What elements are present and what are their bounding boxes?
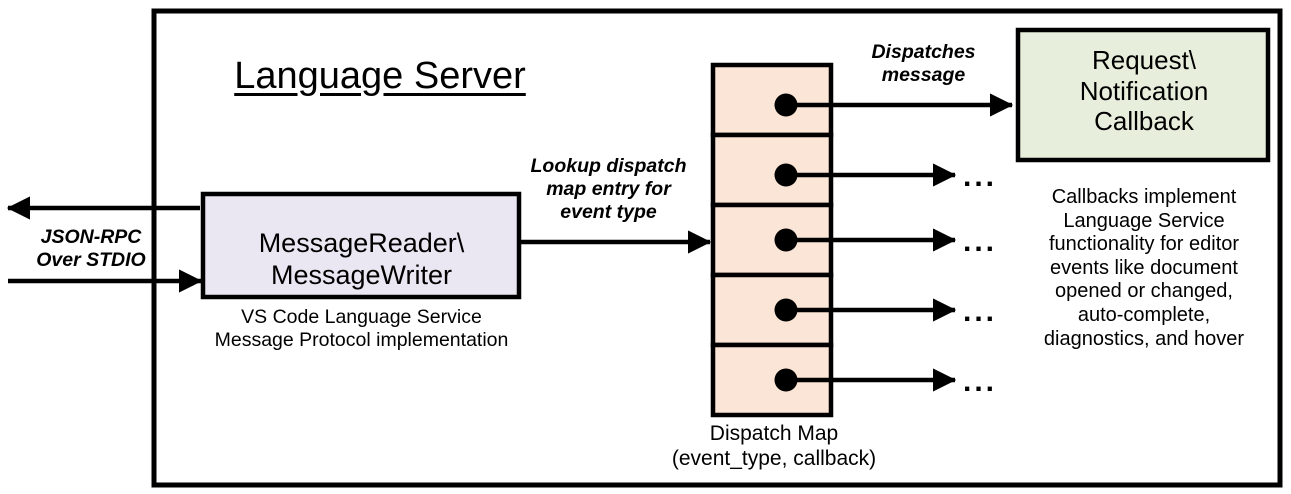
callback-dot-4 xyxy=(774,298,798,322)
ellipsis-row-4: ... xyxy=(963,295,998,328)
callback-dot-3 xyxy=(774,228,798,252)
dispatch-map-row-2 xyxy=(710,132,834,208)
request-notification-callback-box xyxy=(1015,27,1271,163)
dispatch-map-row-1 xyxy=(710,62,834,138)
dispatch-map-table xyxy=(710,62,834,418)
page-title: Language Server xyxy=(234,55,526,97)
dispatch-map-caption: Dispatch Map (event_type, callback) xyxy=(671,422,877,470)
callback-dot-5 xyxy=(774,368,798,392)
callback-dot-2 xyxy=(774,163,798,187)
message-reader-writer-caption: VS Code Language Service Message Protoco… xyxy=(214,306,509,351)
callback-description-text: Callbacks implement Language Service fun… xyxy=(1043,186,1245,350)
ellipsis-row-2: ... xyxy=(963,160,998,193)
language-server-frame xyxy=(151,8,1283,488)
dispatches-message-label: Dispatches message xyxy=(871,41,976,86)
message-reader-writer-box xyxy=(200,191,522,300)
lookup-dispatch-label: Lookup dispatch map entry for event type xyxy=(530,155,687,223)
ellipsis-row-5: ... xyxy=(963,365,998,398)
request-notification-callback-label: Request\ Notification Callback xyxy=(1079,45,1209,137)
message-reader-writer-label: MessageReader\ MessageWriter xyxy=(258,228,465,290)
ellipsis-row-3: ... xyxy=(963,225,998,258)
callback-dot-1 xyxy=(774,93,798,117)
jsonrpc-transport-label: JSON-RPC Over STDIO xyxy=(36,226,146,271)
